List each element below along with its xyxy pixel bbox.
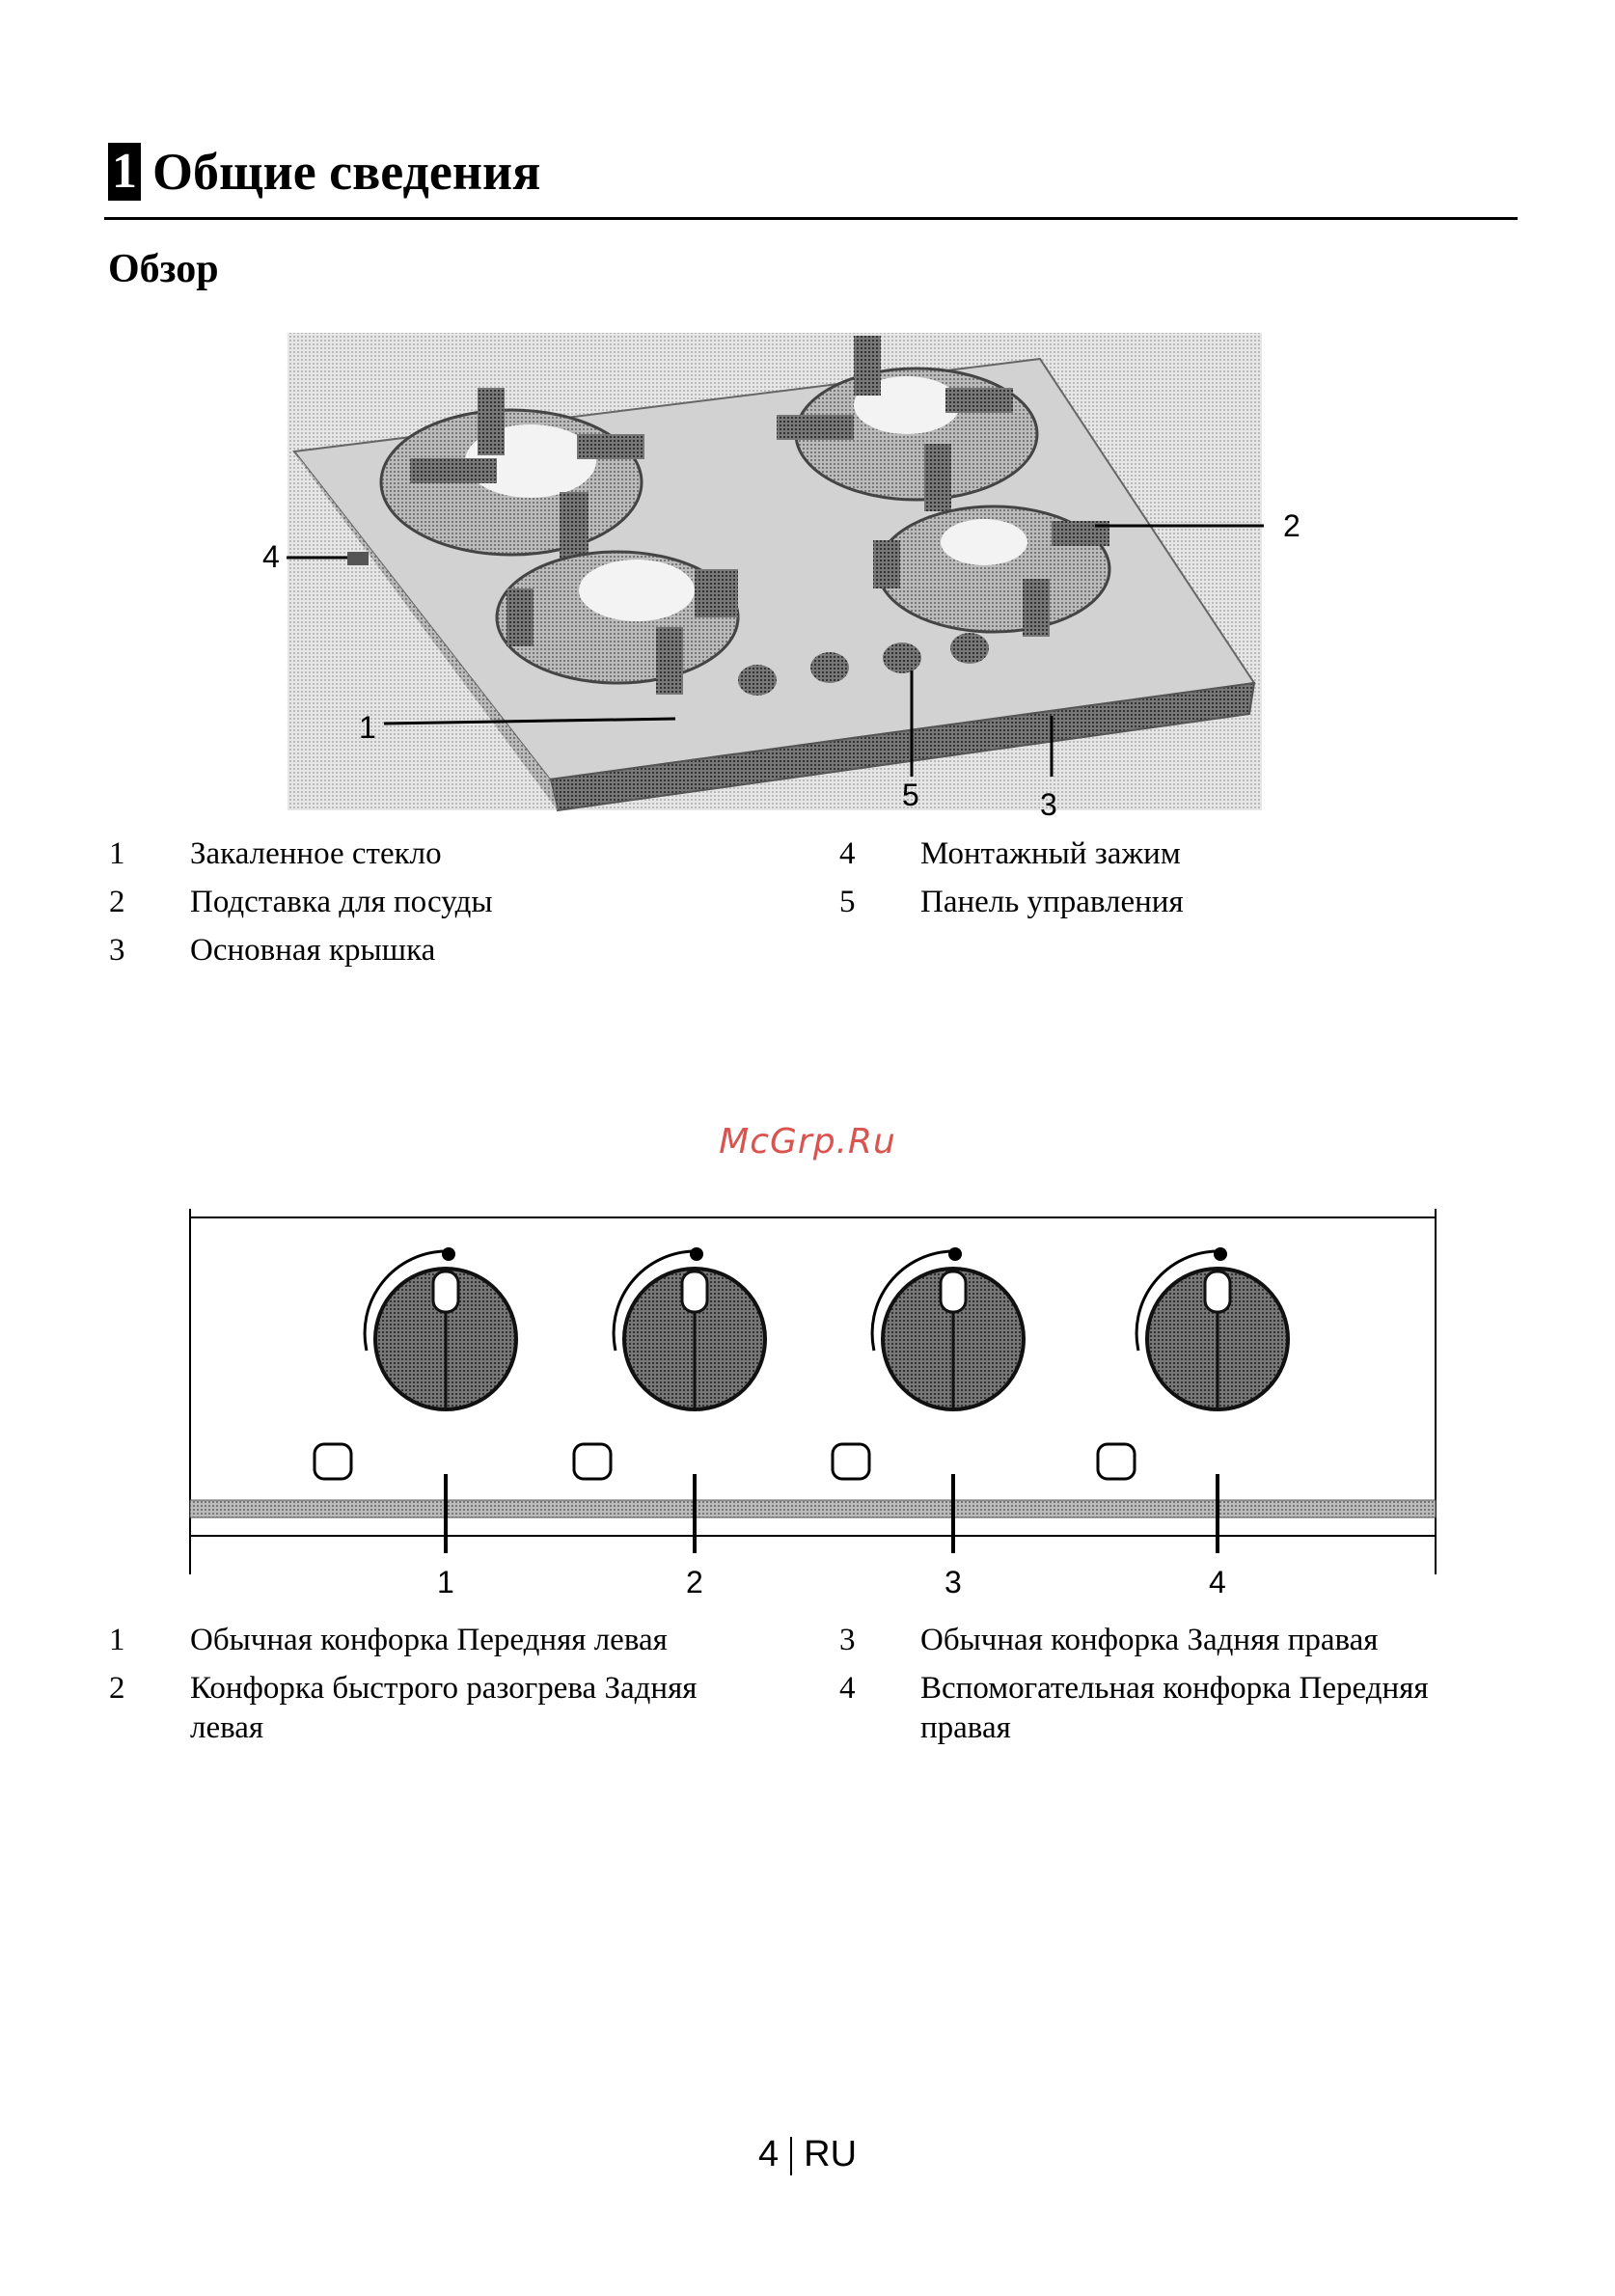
heading-rule — [104, 217, 1518, 220]
subsection-title: Обзор — [108, 247, 219, 291]
knob-3 — [831, 1247, 1026, 1553]
burner-rear-left — [379, 388, 644, 569]
burner-front-left — [495, 550, 740, 695]
burner-front-right — [873, 505, 1111, 637]
footer-separator — [790, 2136, 793, 2175]
knob-1 — [313, 1247, 518, 1553]
callout-4: 4 — [262, 539, 280, 574]
callout-1: 1 — [359, 710, 376, 745]
mounting-clip — [347, 552, 369, 565]
page-number: 4 — [757, 2134, 780, 2174]
knob-callout-2: 2 — [686, 1565, 703, 1599]
knob-2 — [572, 1247, 767, 1553]
section-number: 1 — [108, 143, 141, 201]
section-title: Общие сведения — [152, 143, 541, 201]
hob-illustration: 1 2 3 4 5 — [262, 333, 1300, 822]
section-heading: 1 Общие сведения — [108, 143, 540, 201]
knob-callout-1: 1 — [437, 1565, 454, 1599]
knob-callout-3: 3 — [944, 1565, 962, 1599]
language-code: RU — [804, 2134, 858, 2174]
page-footer: 4 RU — [0, 2134, 1615, 2175]
control-knobs — [738, 633, 989, 696]
panel-strip — [189, 1499, 1437, 1518]
callout-2: 2 — [1283, 508, 1300, 543]
burner-rear-right — [777, 336, 1039, 511]
callout-5: 5 — [902, 778, 919, 812]
callout-3: 3 — [1040, 787, 1057, 822]
knob-callout-4: 4 — [1209, 1565, 1226, 1599]
knob-4 — [1096, 1247, 1290, 1553]
watermark: McGrp.Ru — [719, 1122, 896, 1162]
